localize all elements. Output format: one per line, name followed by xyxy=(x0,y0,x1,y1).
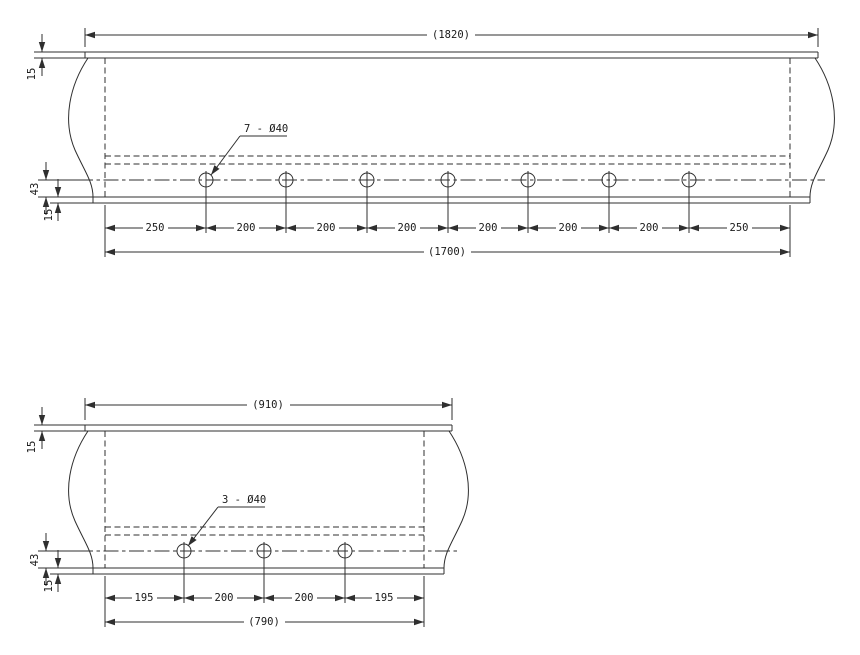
dim-label-top-thickness: 15 xyxy=(26,441,38,454)
left-dimensions: 15 43 15 xyxy=(26,34,93,221)
chain-seg-label: 200 xyxy=(559,222,578,234)
beam-end-curve-left xyxy=(68,430,94,569)
hole-row xyxy=(78,171,825,233)
chain-seg-label: 195 xyxy=(375,592,394,604)
beam-end-curve-right xyxy=(809,57,835,198)
dim-label-bottom-thickness: 15 xyxy=(43,580,55,593)
chain-seg-label: 250 xyxy=(146,222,165,234)
chain-seg-label: 200 xyxy=(317,222,336,234)
dim-label-body-length: (790) xyxy=(248,616,280,628)
beam-end-curve-left xyxy=(68,57,94,198)
chain-seg-label: 250 xyxy=(730,222,749,234)
chain-seg-label: 200 xyxy=(640,222,659,234)
beam-end-curve-right xyxy=(443,430,469,569)
dimension-body-length-short: (790) xyxy=(105,616,424,628)
beam-outline xyxy=(68,51,835,204)
hole-callout: 7 - Ø40 xyxy=(210,123,288,176)
dim-label-overall-top: (1820) xyxy=(432,29,470,41)
dim-label-overall-top: (910) xyxy=(252,399,284,411)
chain-seg-label: 200 xyxy=(295,592,314,604)
leader-line xyxy=(187,506,219,547)
long-beam-view: (1820) xyxy=(26,28,835,258)
chain-seg-label: 200 xyxy=(215,592,234,604)
dim-label-bottom-thickness: 15 xyxy=(43,209,55,222)
pitch-chain-dimension: 195 200 200 195 xyxy=(104,576,425,627)
hole-callout: 3 - Ø40 xyxy=(187,494,266,547)
chain-seg-label: 200 xyxy=(398,222,417,234)
dim-label-body-length: (1700) xyxy=(428,246,466,258)
chain-seg-label: 200 xyxy=(237,222,256,234)
hole-row xyxy=(78,542,459,603)
pitch-chain-dimension: 250 200 200 200 200 200 200 250 xyxy=(104,205,791,257)
dim-label-top-thickness: 15 xyxy=(26,68,38,81)
hole-callout-label: 3 - Ø40 xyxy=(222,494,266,506)
left-dimensions: 15 43 15 xyxy=(26,407,93,592)
short-beam-view: (910) xyxy=(26,398,469,628)
dimension-overall-top-long: (1820) xyxy=(84,28,819,47)
beam-outline xyxy=(68,424,469,575)
hidden-lines xyxy=(104,431,425,568)
chain-seg-label: 195 xyxy=(135,592,154,604)
dimension-overall-top-short: (910) xyxy=(84,398,453,420)
dim-label-hole-edge-height: 43 xyxy=(29,554,41,567)
dimension-body-length-long: (1700) xyxy=(105,246,790,258)
leader-line xyxy=(210,135,241,176)
chain-seg-label: 200 xyxy=(479,222,498,234)
hole-callout-label: 7 - Ø40 xyxy=(244,123,288,135)
label-mask xyxy=(427,29,475,41)
dim-label-hole-edge-height: 43 xyxy=(29,183,41,196)
